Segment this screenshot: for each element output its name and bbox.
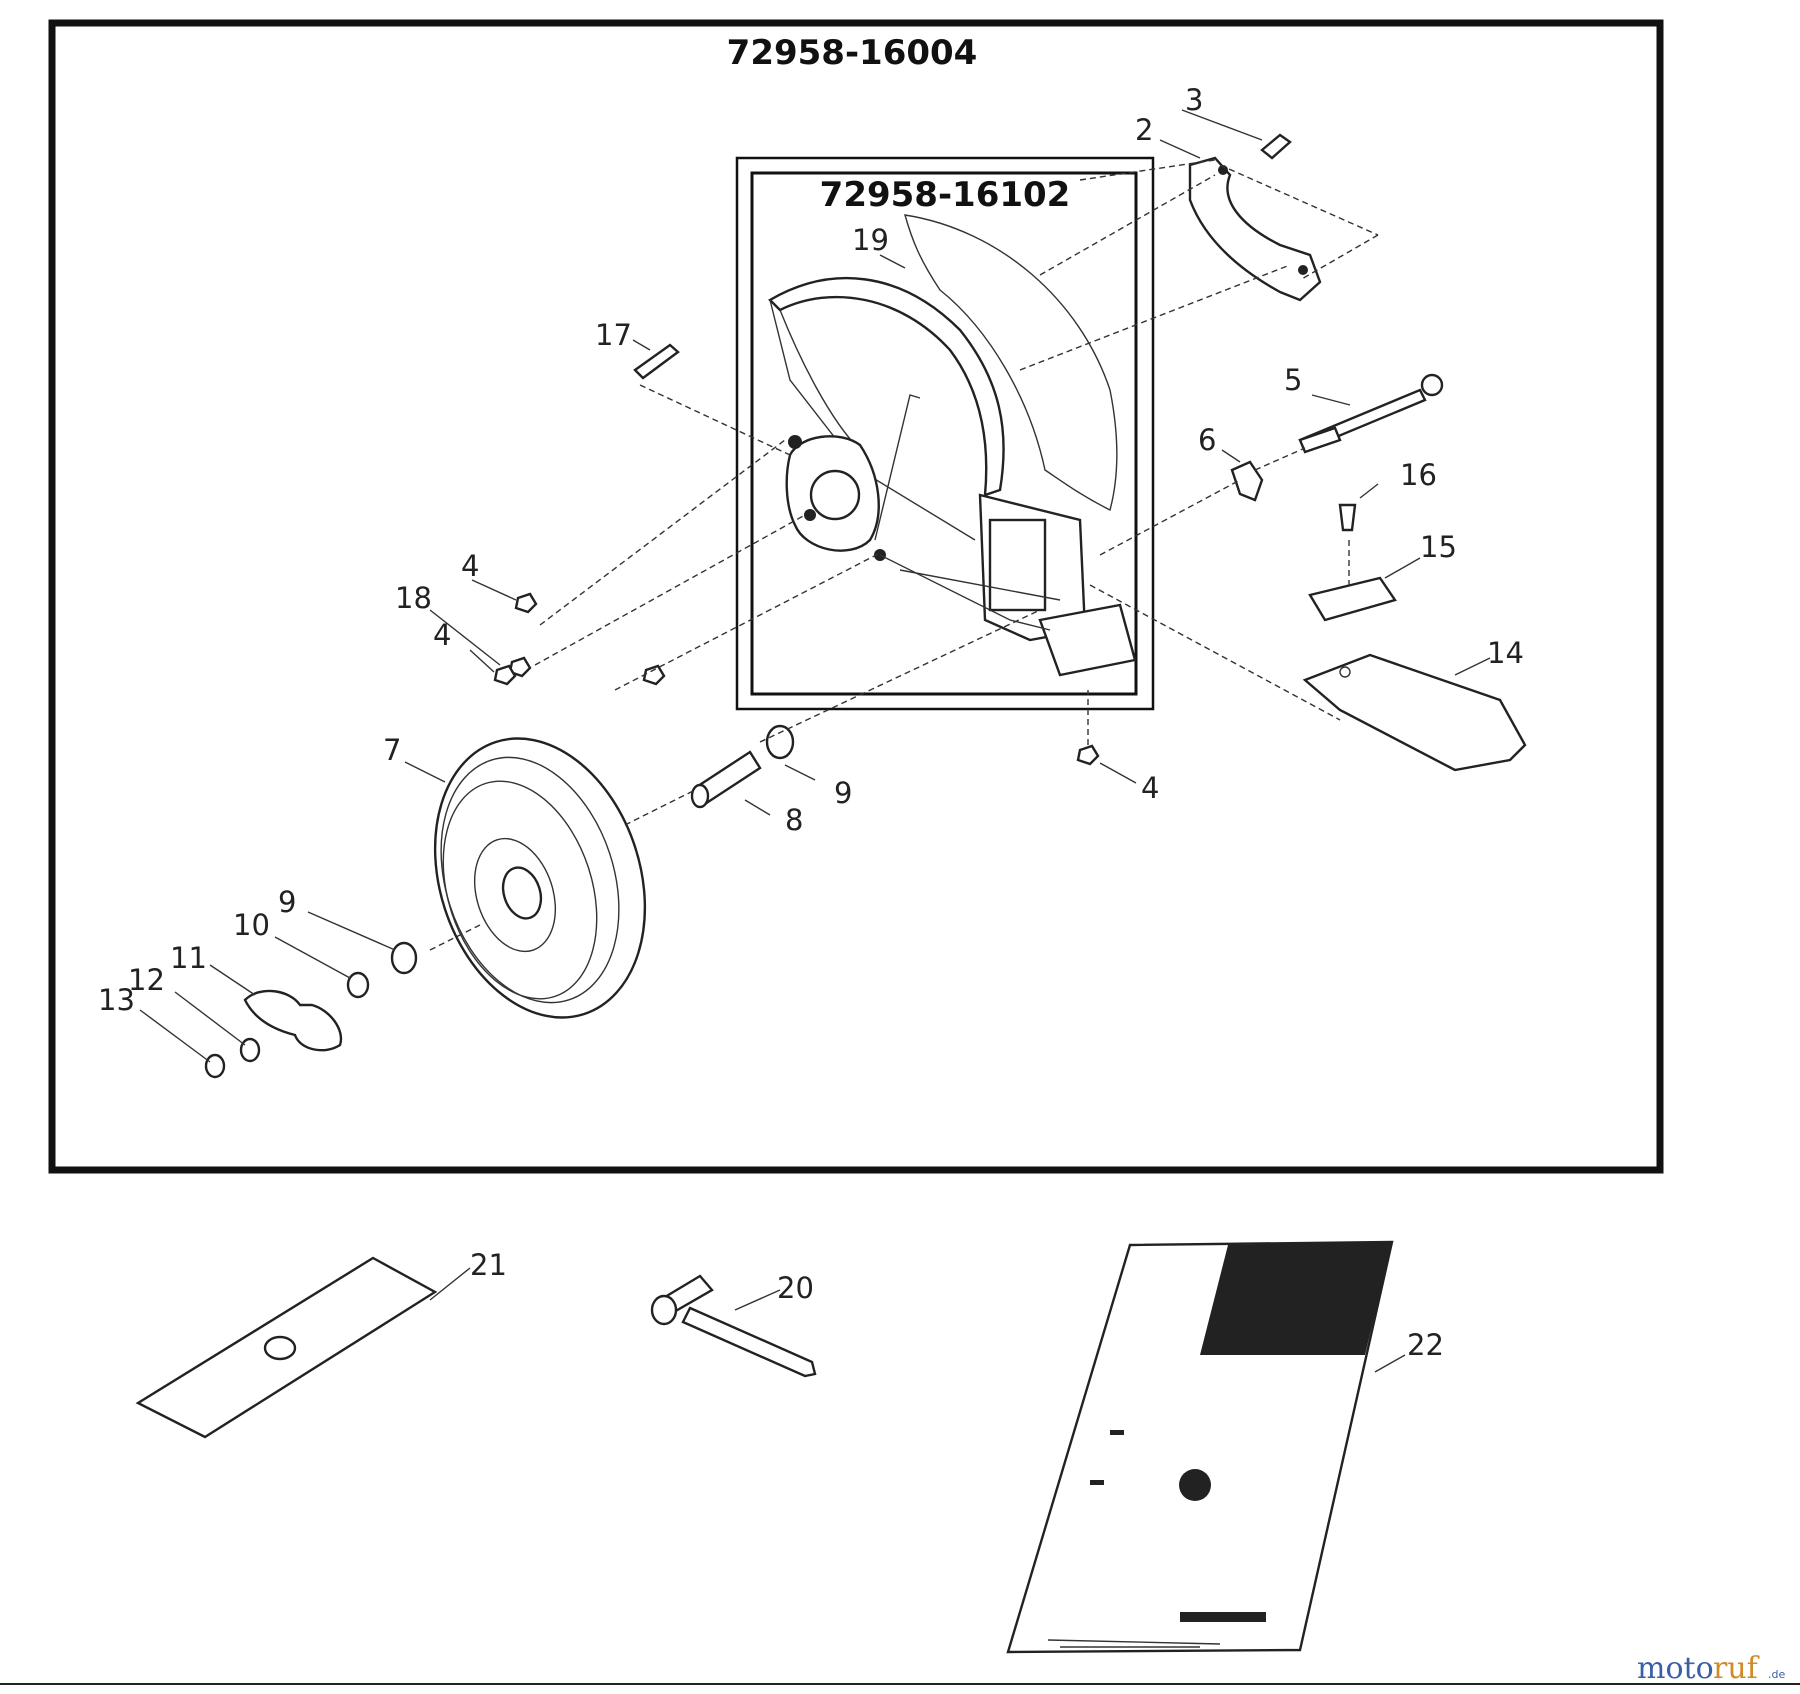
wing-nut bbox=[243, 989, 343, 1052]
callout-labels: 2 3 4 4 4 5 6 7 8 9 9 10 11 12 13 14 15 … bbox=[98, 83, 1524, 1362]
subassembly-frame-outer bbox=[735, 156, 1155, 711]
callout-13: 13 bbox=[98, 983, 135, 1017]
assembly-frame bbox=[48, 19, 1664, 1174]
watermark-suffix: .de bbox=[1768, 1668, 1785, 1681]
callout-22: 22 bbox=[1407, 1328, 1444, 1362]
callout-5: 5 bbox=[1284, 363, 1302, 397]
washers bbox=[204, 724, 795, 1079]
spacer-tube bbox=[690, 750, 762, 809]
operators-manual bbox=[1006, 1240, 1394, 1654]
subassembly-number: 72958-16102 bbox=[820, 175, 1071, 215]
callout-9-left: 9 bbox=[278, 885, 296, 919]
long-bolt bbox=[1298, 373, 1444, 454]
motoruf-watermark: moto ruf .de bbox=[1637, 1651, 1785, 1686]
callout-21: 21 bbox=[470, 1248, 507, 1282]
edger-blade bbox=[135, 1256, 438, 1439]
callout-3: 3 bbox=[1185, 83, 1203, 117]
callout-15: 15 bbox=[1420, 530, 1457, 564]
callout-2: 2 bbox=[1135, 113, 1153, 147]
bracket-bolt bbox=[1260, 133, 1292, 160]
callout-20: 20 bbox=[777, 1271, 814, 1305]
callout-11: 11 bbox=[170, 941, 207, 975]
bushing-plate bbox=[1230, 460, 1264, 502]
callout-14: 14 bbox=[1487, 636, 1524, 670]
callout-16: 16 bbox=[1400, 458, 1437, 492]
adjust-screw bbox=[633, 343, 680, 380]
nut-group bbox=[493, 592, 1100, 766]
callout-7: 7 bbox=[383, 733, 401, 767]
callout-8: 8 bbox=[785, 803, 803, 837]
callout-12: 12 bbox=[128, 963, 165, 997]
blade-cover-plate bbox=[904, 214, 1118, 512]
clip-plate bbox=[1308, 576, 1397, 622]
wheel bbox=[433, 737, 647, 1019]
guide-shoe bbox=[1302, 653, 1527, 772]
assembly-number: 72958-16004 bbox=[727, 33, 978, 73]
subassembly-frame-inner bbox=[750, 171, 1138, 696]
watermark-brand-part2: ruf bbox=[1713, 1651, 1760, 1686]
callout-10: 10 bbox=[233, 908, 270, 942]
blade-guard-housing bbox=[768, 276, 1137, 677]
callout-9-right: 9 bbox=[834, 776, 852, 810]
callout-4-middle: 4 bbox=[433, 618, 451, 652]
leader-lines bbox=[429, 159, 1379, 951]
watermark-brand-part1: moto bbox=[1637, 1651, 1714, 1686]
callout-6: 6 bbox=[1198, 423, 1216, 457]
handle-bracket bbox=[1188, 156, 1322, 302]
callout-19: 19 bbox=[852, 223, 889, 257]
small-bolt bbox=[1338, 503, 1357, 532]
callout-4-right: 4 bbox=[1141, 771, 1159, 805]
plug-wrench bbox=[650, 1274, 817, 1378]
callout-lines bbox=[139, 109, 1491, 1373]
callout-17: 17 bbox=[595, 318, 632, 352]
callout-4-upper: 4 bbox=[461, 549, 479, 583]
callout-18: 18 bbox=[395, 581, 432, 615]
